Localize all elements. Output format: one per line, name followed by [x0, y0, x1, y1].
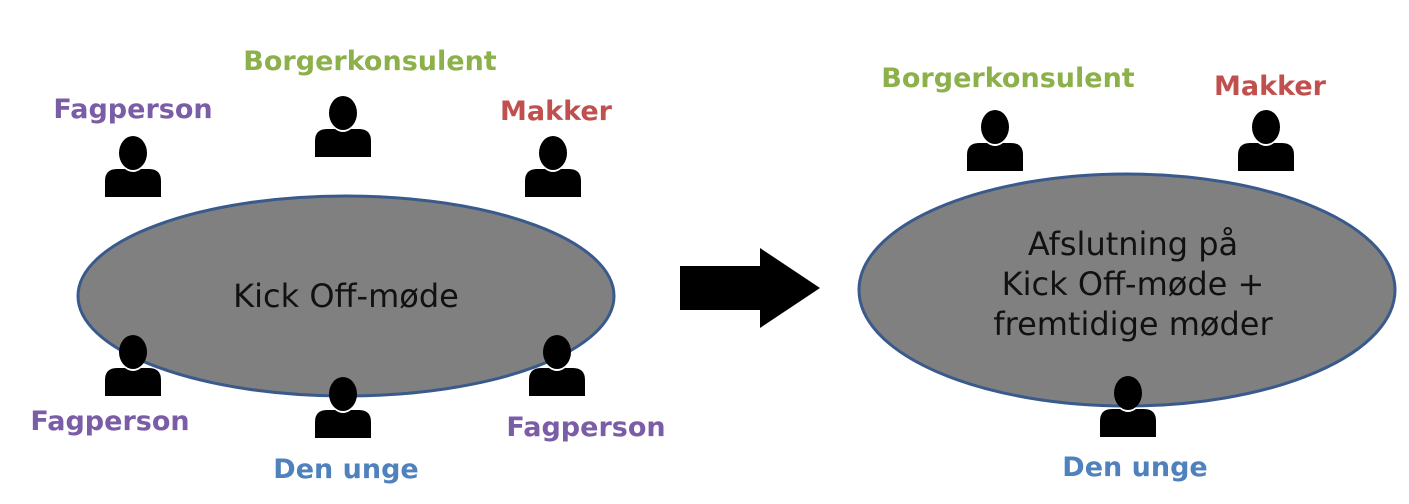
role-fagperson-bottom-left: Fagperson	[30, 406, 190, 437]
role-fagperson-bottom-right: Fagperson	[506, 412, 666, 443]
person-icon	[967, 110, 1023, 171]
role-den-unge-left: Den unge	[273, 454, 419, 485]
role-borgerkonsulent-right: Borgerkonsulent	[881, 63, 1135, 94]
role-borgerkonsulent-left: Borgerkonsulent	[243, 46, 497, 77]
left-table-label: Kick Off-møde	[233, 276, 459, 316]
right-table-label-line-3: fremtidige møder	[993, 305, 1273, 343]
person-icon	[105, 136, 161, 197]
role-makker-left: Makker	[500, 96, 612, 127]
right-table-label-line-1: Afslutning på	[1027, 225, 1239, 263]
right-table-label-line-2: Kick Off-møde +	[1001, 265, 1265, 303]
right-table-label: Afslutning på Kick Off-møde + fremtidige…	[993, 224, 1272, 344]
person-icon	[525, 136, 581, 197]
role-fagperson-top-left: Fagperson	[53, 94, 213, 125]
person-icon	[1238, 110, 1294, 171]
person-icon	[315, 96, 371, 157]
left-table-label-text: Kick Off-møde	[233, 277, 459, 315]
role-makker-right: Makker	[1214, 71, 1326, 102]
role-den-unge-right: Den unge	[1062, 452, 1208, 483]
arrow-right-icon	[680, 248, 820, 328]
